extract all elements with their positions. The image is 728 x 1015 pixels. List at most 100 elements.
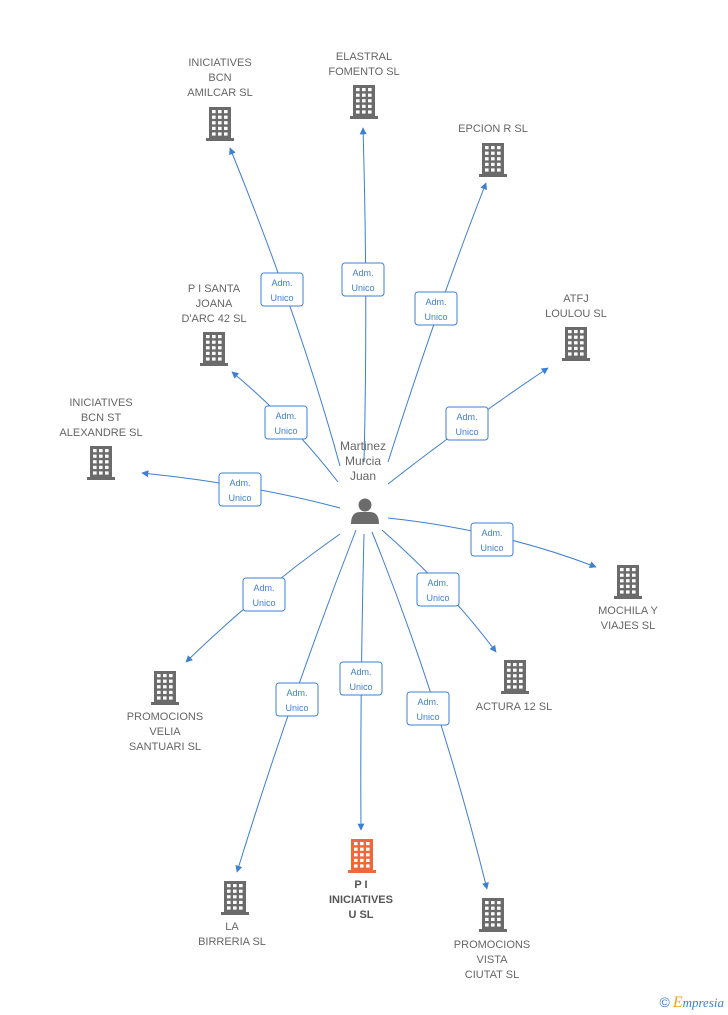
company-name: JOANA <box>196 298 233 310</box>
company-name: FOMENTO SL <box>328 66 399 78</box>
company-node-elastral-fomento[interactable]: ELASTRAL FOMENTO SL <box>328 51 400 119</box>
role-label-text: Unico <box>349 682 372 692</box>
role-label-text: Unico <box>252 598 275 608</box>
role-label-text: Adm. <box>417 697 438 707</box>
role-label-text: Adm. <box>275 411 296 421</box>
company-name: BCN ST <box>81 412 122 424</box>
building-icon <box>221 881 249 915</box>
empresia-logo: ©Empresia <box>659 994 724 1012</box>
edge-p-i-santa-joana: Adm. Unico <box>231 371 339 483</box>
company-name: INICIATIVES <box>188 57 251 69</box>
company-node-atfj-loulou[interactable]: ATFJ LOULOU SL <box>545 293 607 361</box>
company-name: P I <box>354 879 367 891</box>
brand-rest: mpresia <box>682 995 724 1010</box>
role-label[interactable]: Adm. Unico <box>264 405 308 440</box>
building-icon <box>348 839 376 873</box>
edge-mochila-y-viajes: Adm.Unico <box>387 517 597 569</box>
nodes-layer: INICIATIVES BCN AMILCAR SL ELASTRAL FOMENTO … <box>59 51 658 981</box>
company-name: ACTURA 12 SL <box>476 701 552 713</box>
company-name: LOULOU SL <box>545 308 607 320</box>
edge-epcion-r: Adm. Unico <box>387 182 487 463</box>
company-node-promocions-vista-ciutat[interactable]: PROMOCIONS VISTA CIUTAT SL <box>454 898 530 981</box>
company-node-p-i-iniciatives-u[interactable]: P I INICIATIVES U SL <box>329 839 393 921</box>
role-label[interactable]: Adm. Unico <box>416 572 460 607</box>
person-icon <box>351 498 379 524</box>
role-label-text: Unico <box>228 493 251 503</box>
company-name: P I SANTA <box>188 283 241 295</box>
edge-elastral-fomento: Adm.Unico <box>341 127 385 463</box>
role-label-text: Unico <box>426 593 449 603</box>
company-name: U SL <box>348 909 373 921</box>
role-label[interactable]: Adm.Unico <box>275 682 319 717</box>
edge-la-birreria: Adm. Unico <box>235 529 357 873</box>
building-icon <box>479 898 507 932</box>
company-name: PROMOCIONS <box>127 711 203 723</box>
role-label-text: Unico <box>270 293 293 303</box>
role-label[interactable]: Adm. Unico <box>406 691 450 726</box>
role-label-text: Unico <box>424 312 447 322</box>
company-node-iniciatives-bcn-st-alexandre[interactable]: INICIATIVES BCN ST ALEXANDRE SL <box>59 397 143 480</box>
role-label-text: Adm. <box>481 528 502 538</box>
role-label-text: Adm. <box>271 278 292 288</box>
role-label-text: Unico <box>274 426 297 436</box>
role-label-text: Adm. <box>253 583 274 593</box>
company-name: CIUTAT SL <box>465 969 519 981</box>
edge-actura-12: Adm. Unico <box>381 529 497 653</box>
company-name: SANTUARI SL <box>129 741 201 753</box>
company-name: INICIATIVES <box>329 894 393 906</box>
brand-initial: E <box>672 994 683 1011</box>
company-node-promocions-velia[interactable]: PROMOCIONS VELIA SANTUARI SL <box>127 671 203 753</box>
role-label-text: Adm. <box>425 297 446 307</box>
company-node-epcion-r[interactable]: EPCION R SL <box>458 123 528 177</box>
building-icon <box>206 107 234 141</box>
company-name: VISTA <box>477 954 509 966</box>
building-icon <box>151 671 179 705</box>
role-label-text: Unico <box>455 427 478 437</box>
building-icon <box>614 565 642 599</box>
company-name: ATFJ <box>563 293 588 305</box>
building-icon <box>479 143 507 177</box>
company-name: VELIA <box>149 726 181 738</box>
role-label[interactable]: Adm. Unico <box>414 291 458 326</box>
edge-atfj-loulou: Adm. Unico <box>387 367 549 485</box>
building-icon <box>350 85 378 119</box>
person-name: Martinez <box>340 439 386 453</box>
edge-promocions-vista-ciutat: Adm. Unico <box>371 531 489 890</box>
company-node-actura-12[interactable]: ACTURA 12 SL <box>476 660 552 713</box>
company-name: BCN <box>208 72 231 84</box>
company-name: INICIATIVES <box>69 397 132 409</box>
building-icon <box>562 327 590 361</box>
edges-layer: Adm.UnicoAdm.UnicoAdm.UnicoAdm.UnicoAdm.… <box>141 127 597 890</box>
copyright-symbol: © <box>659 994 670 1010</box>
role-label-text: Adm. <box>350 667 371 677</box>
role-label-text: Unico <box>285 703 308 713</box>
edge-iniciatives-bcn-st-alexandre: Adm. Unico <box>141 470 341 509</box>
role-label[interactable]: Adm.Unico <box>341 262 385 297</box>
person-name: Juan <box>350 469 376 483</box>
company-name: MOCHILA Y <box>598 605 658 617</box>
company-name: VIAJES SL <box>601 620 655 632</box>
role-label[interactable]: Adm.Unico <box>470 522 514 557</box>
role-label[interactable]: Adm. Unico <box>218 472 262 507</box>
company-name: AMILCAR SL <box>187 87 252 99</box>
company-node-iniciatives-bcn-amilcar[interactable]: INICIATIVES BCN AMILCAR SL <box>187 57 253 141</box>
company-name: D'ARC 42 SL <box>181 313 246 325</box>
company-name: PROMOCIONS <box>454 939 530 951</box>
company-node-mochila-y-viajes[interactable]: MOCHILA Y VIAJES SL <box>598 565 659 632</box>
company-name: EPCION R SL <box>458 123 528 135</box>
role-label-text: Unico <box>416 712 439 722</box>
role-label[interactable]: Adm. Unico <box>260 272 304 307</box>
company-node-p-i-santa-joana[interactable]: P I SANTA JOANA D'ARC 42 SL <box>181 283 247 366</box>
company-name: ELASTRAL <box>336 51 392 63</box>
role-label[interactable]: Adm. Unico <box>339 661 383 696</box>
role-label-text: Adm. <box>427 578 448 588</box>
role-label-text: Adm. <box>229 478 250 488</box>
role-label[interactable]: Adm. Unico <box>242 577 286 612</box>
role-label-text: Adm. <box>456 412 477 422</box>
edge-promocions-velia: Adm. Unico <box>185 533 341 663</box>
company-name: ALEXANDRE SL <box>59 427 142 439</box>
role-label[interactable]: Adm. Unico <box>445 406 489 441</box>
